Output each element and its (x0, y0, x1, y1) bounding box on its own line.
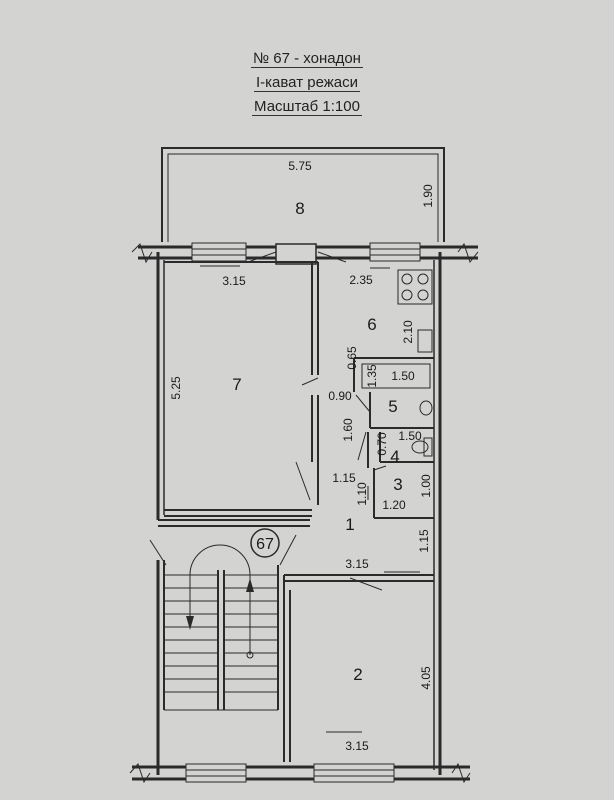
dim-room3-a: 1.10 (355, 482, 369, 506)
plan-scale-label: Масштаб 1:100 (252, 98, 362, 116)
dim-kitchen-length: 2.10 (401, 320, 415, 344)
windows-top (191, 242, 421, 265)
dim-bath-length-2: 1.50 (391, 369, 415, 383)
dim-hall-b: 1.15 (417, 529, 431, 553)
dim-room2-top: 3.15 (345, 557, 369, 571)
room-8-label: 8 (295, 199, 304, 218)
room-2-walls (283, 574, 434, 762)
dim-kitchen-width: 2.35 (349, 273, 373, 287)
room-4-label: 4 (390, 447, 399, 466)
dim-bath-length: 1.35 (365, 364, 379, 388)
apartment-number-circle (250, 528, 280, 558)
dim-bath-width: 0.65 (345, 346, 359, 370)
dim-room7-length: 5.25 (169, 376, 183, 400)
dim-wc-width: 0.70 (375, 432, 389, 456)
dim-hall-a: 1.15 (332, 471, 356, 485)
room-7-label: 7 (232, 375, 241, 394)
staircase (163, 544, 279, 711)
room-7-walls (164, 261, 319, 517)
outer-walls (132, 245, 478, 781)
dim-room2-length: 4.05 (419, 666, 433, 690)
dim-balcony-depth: 1.90 (421, 184, 435, 208)
apartment-number: 67 (256, 536, 274, 553)
balcony-outline (161, 147, 445, 242)
dim-wc-length: 1.50 (398, 429, 422, 443)
windows-bottom (185, 763, 395, 783)
dim-wc-depth: 1.60 (341, 418, 355, 442)
entrance (149, 519, 310, 566)
plan-floor-label: I-кават режаси (253, 74, 361, 92)
dim-corridor-a: 0.90 (328, 389, 352, 403)
service-rooms-walls (353, 269, 434, 519)
dimension-lines (200, 265, 420, 733)
room-2-label: 2 (353, 665, 362, 684)
dim-room3-b: 1.00 (419, 474, 433, 498)
room-6-label: 6 (367, 315, 376, 334)
dim-room2-bottom: 3.15 (345, 739, 369, 753)
plan-title: № 67 - хонадон (251, 50, 363, 68)
room-3-label: 3 (393, 475, 402, 494)
wall-break-marks (129, 242, 479, 784)
dim-room3-width: 1.20 (382, 498, 406, 512)
room-5-label: 5 (388, 397, 397, 416)
dim-balcony-width: 5.75 (288, 159, 312, 173)
room-1-label: 1 (345, 515, 354, 534)
dim-room7-width: 3.15 (222, 274, 246, 288)
